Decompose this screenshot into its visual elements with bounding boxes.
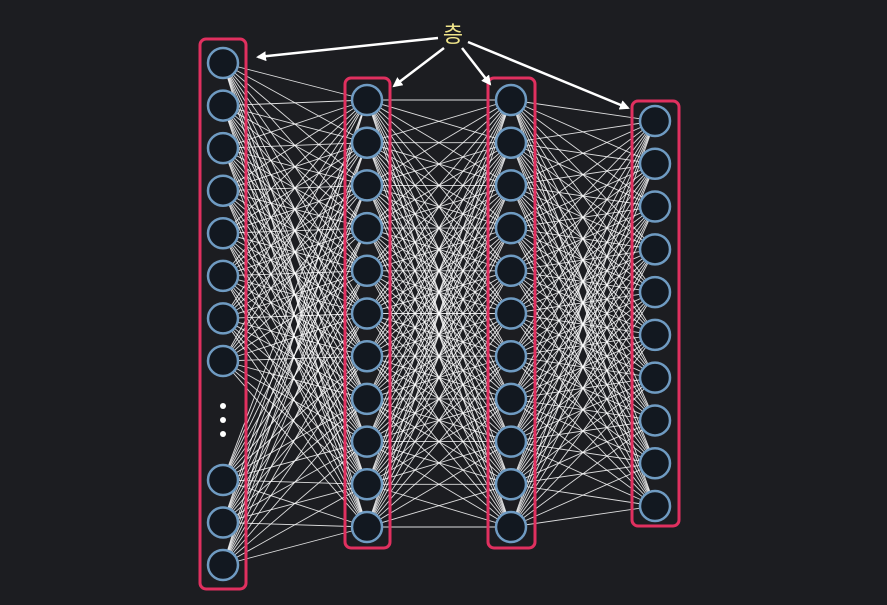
hidden-layer-1-node bbox=[350, 382, 384, 416]
hidden-layer-2-node bbox=[494, 211, 528, 245]
hidden-layer-1-node bbox=[350, 126, 384, 159]
hidden-layer-2-node bbox=[494, 382, 528, 416]
hidden-layer-2-box bbox=[486, 76, 537, 550]
output-layer-node bbox=[638, 404, 672, 437]
input-layer-node bbox=[206, 548, 240, 582]
hidden-layer-1-node bbox=[350, 254, 384, 288]
hidden-layer-1-node bbox=[350, 169, 384, 202]
input-layer-node bbox=[206, 174, 240, 207]
input-layer-node bbox=[206, 302, 240, 335]
hidden-layer-1-node bbox=[350, 425, 384, 458]
hidden-layer-1-node bbox=[350, 339, 384, 373]
input-layer-node bbox=[206, 89, 240, 122]
input-layer-node bbox=[206, 217, 240, 250]
hidden-layer-2-node bbox=[494, 425, 528, 458]
layer-boxes bbox=[198, 37, 681, 591]
hidden-layer-2-node bbox=[494, 126, 528, 159]
ellipsis-dot bbox=[220, 417, 226, 423]
output-layer-node bbox=[638, 190, 672, 223]
hidden-layer-2-node bbox=[494, 510, 528, 544]
output-layer-node bbox=[638, 318, 672, 352]
connections bbox=[222, 62, 656, 566]
arrow-to-input-layer bbox=[256, 36, 439, 62]
hidden-layer-1-box bbox=[343, 76, 392, 550]
input-layer-node bbox=[206, 131, 240, 165]
output-layer-node bbox=[638, 233, 672, 266]
annotation-arrows bbox=[256, 36, 630, 110]
hidden-layer-1-node bbox=[350, 297, 384, 330]
input-layer-node bbox=[206, 259, 240, 293]
hidden-layer-2-node bbox=[494, 468, 528, 501]
hidden-layer-2-node bbox=[494, 339, 528, 373]
hidden-layer-2-node bbox=[494, 169, 528, 202]
input-layer-node bbox=[206, 506, 240, 539]
output-layer-node bbox=[638, 275, 672, 309]
arrow-to-output-layer bbox=[467, 40, 630, 110]
hidden-layer-1-node bbox=[350, 83, 384, 117]
hidden-layer-1-node bbox=[350, 211, 384, 245]
ellipsis-dot bbox=[220, 431, 226, 437]
input-layer-node bbox=[206, 344, 240, 378]
hidden-layer-1-node bbox=[350, 510, 384, 544]
input-layer-box bbox=[198, 37, 248, 591]
input-layer-node bbox=[206, 463, 240, 497]
output-layer-node bbox=[638, 361, 672, 394]
output-layer-box bbox=[630, 99, 681, 528]
output-layer-node bbox=[638, 147, 672, 181]
hidden-layer-2-node bbox=[494, 83, 528, 117]
ellipsis-dot bbox=[220, 403, 226, 409]
arrow-to-hidden-layer-1 bbox=[392, 47, 445, 88]
arrow-to-hidden-layer-2 bbox=[461, 47, 492, 86]
layer-annotation-label: 층 bbox=[443, 23, 463, 48]
output-layer-node bbox=[638, 104, 672, 138]
nodes bbox=[206, 46, 672, 582]
output-layer-node bbox=[638, 446, 672, 480]
output-layer-node bbox=[638, 489, 672, 523]
input-layer-node bbox=[206, 46, 240, 80]
hidden-layer-2-node bbox=[494, 254, 528, 288]
hidden-layer-1-node bbox=[350, 468, 384, 501]
hidden-layer-2-node bbox=[494, 297, 528, 330]
